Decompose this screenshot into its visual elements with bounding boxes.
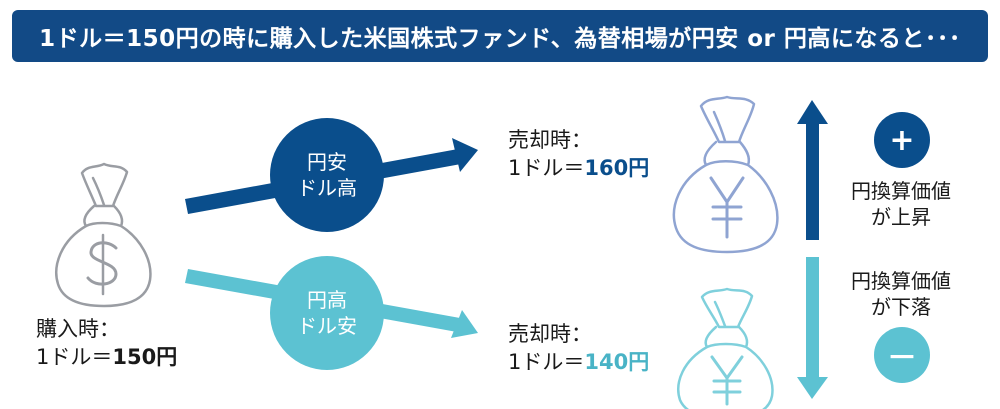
strong-yen-sale-rate: 1ドル＝140円 (508, 348, 649, 376)
weak-yen-circle-line2: ドル高 (297, 176, 357, 200)
minus-icon: － (887, 341, 917, 376)
value-down-arrow (797, 257, 828, 399)
plus-icon: + (889, 122, 915, 158)
purchase-label: 購入時： (36, 317, 120, 341)
weak-yen-sale-text: 売却時： 1ドル＝160円 (508, 126, 649, 182)
strong-yen-sale-label: 売却時： (508, 322, 592, 346)
value-down-line2: が下落 (871, 295, 931, 319)
purchase-rate: 1ドル＝150円 (36, 343, 177, 371)
weak-yen-rate-value: 160円 (584, 156, 650, 180)
weak-yen-sale-label: 売却時： (508, 128, 592, 152)
header-title: 1ドル＝150円の時に購入した米国株式ファンド、為替相場が円安 or 円高になる… (39, 26, 961, 52)
value-down-label: 円換算価値 が下落 (846, 268, 956, 320)
yen-money-bag-icon (672, 95, 779, 254)
strong-yen-rate-value: 140円 (584, 350, 650, 374)
purchase-text: 購入時： 1ドル＝150円 (36, 315, 177, 371)
strong-yen-circle-line2: ドル安 (297, 314, 357, 338)
strong-yen-circle-line1: 円高 (307, 288, 347, 312)
value-up-line2: が上昇 (871, 205, 931, 229)
value-up-label: 円換算価値 が上昇 (846, 178, 956, 230)
value-up-arrow (797, 100, 828, 240)
purchase-rate-value: 150円 (112, 345, 178, 369)
header-banner: 1ドル＝150円の時に購入した米国株式ファンド、為替相場が円安 or 円高になる… (12, 10, 988, 62)
weak-yen-rate-prefix: 1ドル＝ (508, 156, 585, 180)
minus-sign-badge: － (874, 327, 930, 383)
yen-money-bag-icon (677, 287, 774, 409)
weak-yen-circle-line1: 円安 (307, 150, 347, 174)
purchase-rate-prefix: 1ドル＝ (36, 345, 113, 369)
strong-yen-sale-text: 売却時： 1ドル＝140円 (508, 320, 649, 376)
weak-yen-circle: 円安 ドル高 (270, 118, 384, 232)
plus-sign-badge: + (874, 112, 930, 168)
strong-yen-circle: 円高 ドル安 (270, 256, 384, 370)
weak-yen-sale-rate: 1ドル＝160円 (508, 154, 649, 182)
value-up-line1: 円換算価値 (851, 179, 951, 203)
strong-yen-rate-prefix: 1ドル＝ (508, 350, 585, 374)
dollar-money-bag-icon (55, 162, 152, 308)
value-down-line1: 円換算価値 (851, 269, 951, 293)
